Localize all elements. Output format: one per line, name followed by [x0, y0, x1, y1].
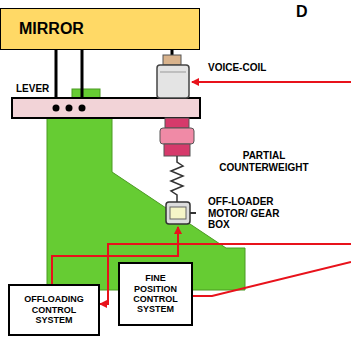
control-box: FINE POSITION CONTROL SYSTEM	[118, 262, 193, 326]
counterweight	[164, 144, 190, 156]
part-label: LEVER	[16, 83, 66, 95]
control-box: OFFLOADING CONTROL SYSTEM	[8, 284, 100, 336]
signal-line	[193, 262, 351, 296]
support-bump	[72, 89, 100, 98]
motor-window	[170, 207, 186, 219]
coil-line	[160, 72, 186, 73]
box-text: FINE POSITION CONTROL SYSTEM	[125, 273, 186, 314]
box-text: MIRROR	[19, 20, 199, 38]
box-text: OFFLOADING CONTROL SYSTEM	[16, 294, 92, 325]
title-fragment: D	[296, 3, 336, 21]
pivot-dot	[66, 105, 73, 112]
motor-gearbox	[166, 202, 190, 224]
mirror-post	[55, 50, 58, 98]
part-label: PARTIAL COUNTERWEIGHT	[214, 150, 314, 173]
counterweight	[160, 128, 194, 144]
motor-shaft	[190, 212, 196, 214]
counterweight	[165, 118, 189, 128]
pivot-dot	[79, 105, 86, 112]
lever-bar	[12, 98, 200, 118]
part-label: OFF-LOADER MOTOR/ GEAR BOX	[208, 196, 280, 231]
mirror-post	[81, 50, 84, 98]
pivot-dot	[53, 105, 60, 112]
part-label: VOICE-COIL	[208, 62, 288, 74]
voice-coil-body	[157, 65, 189, 98]
voice-coil-cap	[163, 55, 181, 65]
signal-line	[192, 81, 351, 83]
spring	[171, 156, 183, 202]
mirror-box: MIRROR	[0, 8, 200, 50]
